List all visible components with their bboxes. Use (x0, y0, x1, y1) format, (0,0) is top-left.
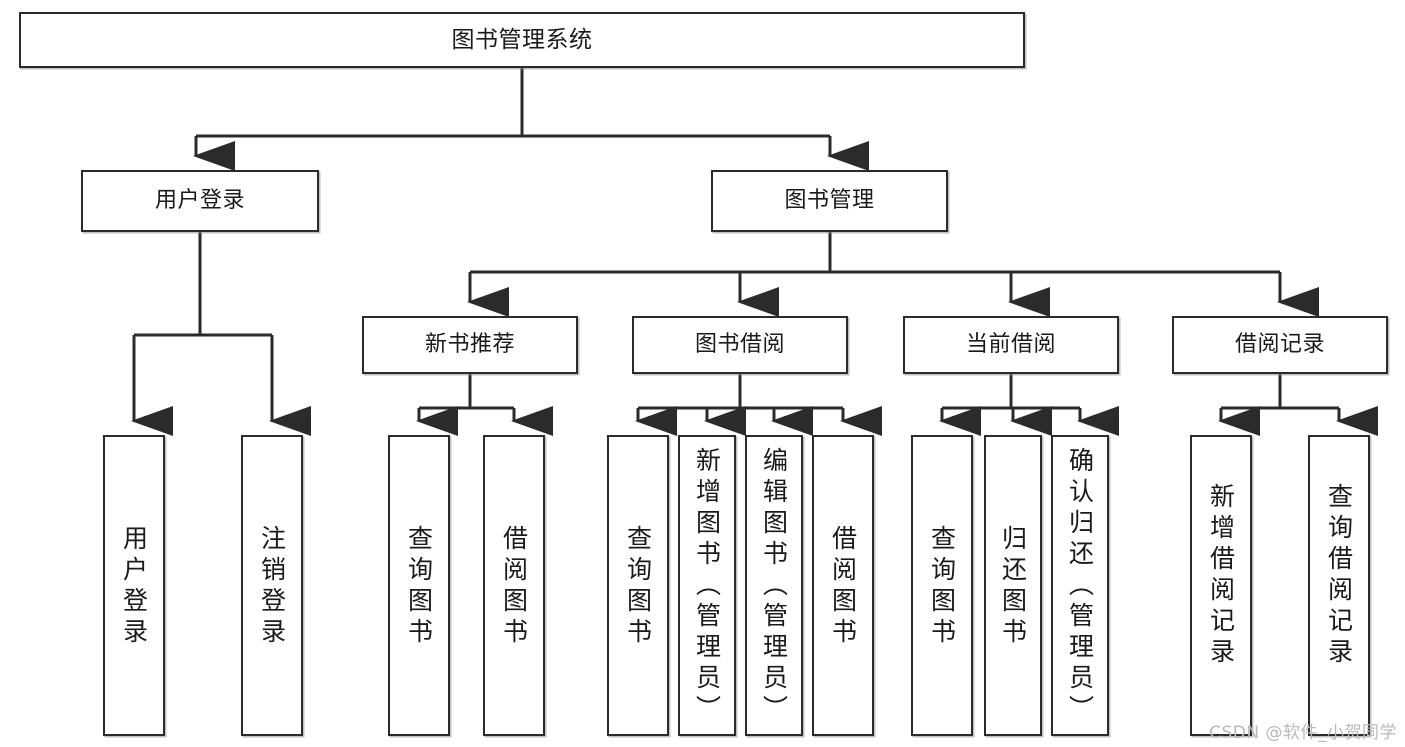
node-book-borrow[interactable]: 图书借阅 (632, 316, 848, 374)
node-leaf-edit-book-admin[interactable]: 编辑图书（管理员） (745, 435, 803, 736)
node-leaf-user-login-label: 用户登录 (119, 525, 149, 649)
node-current-borrow-label: 当前借阅 (965, 332, 1056, 358)
node-new-book-rec-label: 新书推荐 (424, 332, 515, 358)
node-leaf-confirm-return-admin-label: 确认归还（管理员） (1065, 447, 1095, 726)
node-book-manage-label: 图书管理 (784, 188, 875, 214)
node-leaf-borrow-book-1[interactable]: 借阅图书 (483, 435, 545, 736)
node-leaf-add-book-admin-label: 新增图书（管理员） (692, 447, 722, 726)
node-current-borrow[interactable]: 当前借阅 (903, 316, 1119, 374)
node-book-manage[interactable]: 图书管理 (711, 170, 948, 232)
node-leaf-user-logout-label: 注销登录 (257, 525, 287, 649)
watermark-text: CSDN @软件_小贺同学 (1209, 723, 1397, 743)
node-leaf-user-logout[interactable]: 注销登录 (241, 435, 303, 736)
node-leaf-edit-book-admin-label: 编辑图书（管理员） (759, 447, 789, 726)
node-user-login-label: 用户登录 (154, 188, 245, 214)
node-leaf-query-book-2-label: 查询图书 (623, 525, 653, 649)
node-leaf-query-book-3[interactable]: 查询图书 (911, 435, 973, 736)
node-leaf-return-book[interactable]: 归还图书 (984, 435, 1042, 736)
node-new-book-rec[interactable]: 新书推荐 (362, 316, 578, 374)
node-leaf-borrow-book-2[interactable]: 借阅图书 (812, 435, 874, 736)
node-leaf-query-borrow-record[interactable]: 查询借阅记录 (1308, 435, 1370, 736)
node-leaf-borrow-book-2-label: 借阅图书 (828, 525, 858, 649)
node-leaf-query-book-2[interactable]: 查询图书 (607, 435, 669, 736)
node-root[interactable]: 图书管理系统 (19, 12, 1025, 68)
node-leaf-query-book-3-label: 查询图书 (927, 525, 957, 649)
node-leaf-return-book-label: 归还图书 (998, 525, 1028, 649)
node-leaf-add-borrow-record[interactable]: 新增借阅记录 (1190, 435, 1252, 736)
node-root-label: 图书管理系统 (451, 26, 593, 53)
node-leaf-query-borrow-record-label: 查询借阅记录 (1324, 483, 1354, 669)
node-leaf-add-book-admin[interactable]: 新增图书（管理员） (678, 435, 736, 736)
node-book-borrow-label: 图书借阅 (694, 332, 785, 358)
node-leaf-query-book-1-label: 查询图书 (404, 525, 434, 649)
node-leaf-add-borrow-record-label: 新增借阅记录 (1206, 483, 1236, 669)
node-borrow-record-label: 借阅记录 (1234, 332, 1325, 358)
node-borrow-record[interactable]: 借阅记录 (1172, 316, 1388, 374)
node-leaf-user-login[interactable]: 用户登录 (103, 435, 165, 736)
node-leaf-borrow-book-1-label: 借阅图书 (499, 525, 529, 649)
node-user-login[interactable]: 用户登录 (81, 170, 319, 232)
node-leaf-query-book-1[interactable]: 查询图书 (388, 435, 450, 736)
node-leaf-confirm-return-admin[interactable]: 确认归还（管理员） (1051, 435, 1109, 736)
